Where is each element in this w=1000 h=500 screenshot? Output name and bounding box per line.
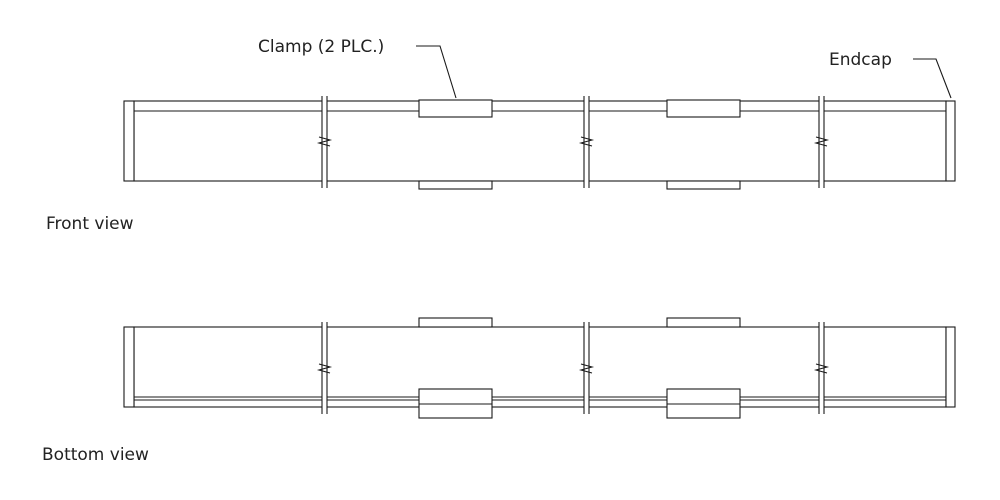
bottom-clamp-1-top	[418, 317, 493, 328]
bottom-break-2	[578, 322, 595, 414]
front-view-label: Front view	[46, 214, 134, 234]
front-break-1	[316, 96, 333, 188]
front-break-2	[578, 96, 595, 188]
bottom-left-endcap	[123, 326, 135, 408]
bottom-right-endcap	[945, 326, 956, 408]
clamp-callout-label: Clamp (2 PLC.)	[258, 37, 384, 57]
front-view	[123, 96, 956, 190]
endcap-callout-label: Endcap	[829, 50, 892, 70]
front-left-endcap	[123, 100, 135, 182]
bottom-break-3	[813, 322, 830, 414]
front-right-endcap	[945, 100, 956, 182]
bottom-clamp-2-top	[666, 317, 741, 328]
endcap-leader-line	[913, 58, 952, 99]
bottom-view	[123, 317, 956, 419]
bottom-break-1	[316, 322, 333, 414]
front-clamp-1-top	[418, 99, 493, 118]
front-clamp-1-bottom	[418, 180, 493, 190]
front-clamp-2-bottom	[666, 180, 741, 190]
front-break-3	[813, 96, 830, 188]
bottom-view-label: Bottom view	[42, 445, 149, 465]
front-clamp-2-top	[666, 99, 741, 118]
clamp-leader-line	[416, 45, 457, 99]
